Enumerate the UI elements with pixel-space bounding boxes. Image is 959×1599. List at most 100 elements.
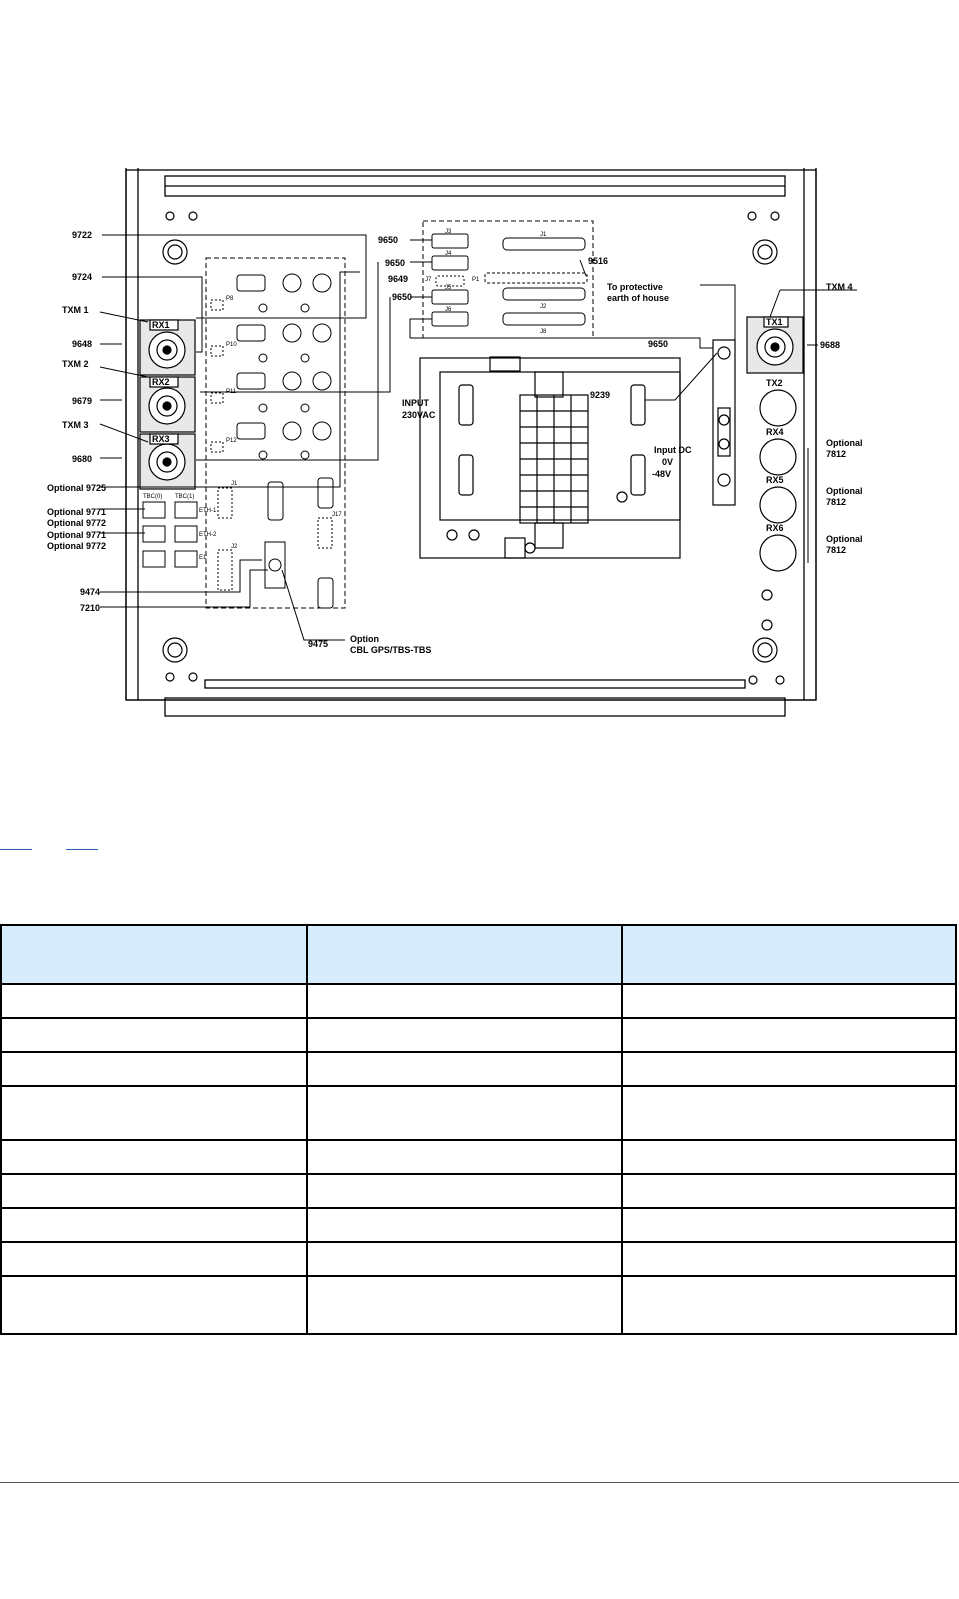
table-cell — [0, 1207, 308, 1243]
rx-port-label: RX1 — [152, 320, 170, 330]
table-header-row — [0, 924, 958, 985]
table-cell — [620, 1207, 958, 1243]
table-cell — [0, 1139, 308, 1175]
part-label: 7210 — [80, 603, 100, 613]
optional-label: Optional — [826, 438, 863, 448]
connector-label: P10 — [226, 342, 237, 348]
connector-label: J8 — [540, 329, 547, 335]
power-module — [419, 356, 681, 559]
table-header-cell — [620, 924, 958, 985]
footer-divider — [0, 1482, 959, 1483]
input-dc-label: -48V — [652, 469, 671, 479]
table-cell — [305, 1051, 623, 1087]
leader-lines — [99, 234, 857, 641]
table-cell — [620, 983, 958, 1019]
part-label: 9650 — [385, 258, 405, 268]
part-label: 9650 — [378, 235, 398, 245]
rx-port-label: RX5 — [766, 475, 784, 485]
connector-label: E1 — [199, 555, 207, 561]
connector-label: P12 — [226, 438, 237, 444]
optional-label: Optional — [826, 534, 863, 544]
connector-label: TBC(0) — [143, 494, 162, 500]
part-label: 9724 — [72, 272, 92, 282]
table-cell — [620, 1173, 958, 1209]
part-label: 9688 — [820, 340, 840, 350]
part-label: Optional 9771 — [47, 530, 106, 540]
part-label: 9722 — [72, 230, 92, 240]
table-cell — [305, 1173, 623, 1209]
table-cell — [0, 1275, 308, 1335]
table-cell — [620, 1275, 958, 1335]
connector-label: P8 — [226, 296, 234, 302]
table-cell — [305, 1085, 623, 1141]
table-cell — [0, 1241, 308, 1277]
connector-label: P11 — [226, 389, 237, 395]
table-cell — [620, 1139, 958, 1175]
table-row — [0, 983, 958, 1019]
part-label: 9474 — [80, 587, 100, 597]
table-cell — [0, 1085, 308, 1141]
connector-label: J1 — [540, 232, 547, 238]
optional-label: 7812 — [826, 497, 846, 507]
optional-label: 7812 — [826, 545, 846, 555]
table-row — [0, 1241, 958, 1277]
option-note: CBL GPS/TBS-TBS — [350, 645, 431, 655]
part-label: Optional 9725 — [47, 483, 106, 493]
link-underline[interactable] — [0, 848, 32, 850]
table-cell — [0, 1051, 308, 1087]
optional-label: 7812 — [826, 449, 846, 459]
table-cell — [305, 1275, 623, 1335]
table-row — [0, 1275, 958, 1335]
earth-note: To protective — [607, 282, 663, 292]
part-label: 9650 — [648, 339, 668, 349]
link-underline[interactable] — [66, 848, 98, 850]
table-header-cell — [305, 924, 623, 985]
table-row — [0, 1207, 958, 1243]
table-cell — [620, 1241, 958, 1277]
rx-port-label: RX2 — [152, 377, 170, 387]
table-header-cell — [0, 924, 308, 985]
part-label: 9648 — [72, 339, 92, 349]
connector-label: J2 — [540, 304, 547, 310]
connector-label: J2 — [231, 544, 238, 550]
connector-label: J17 — [332, 512, 342, 518]
part-label: 9679 — [72, 396, 92, 406]
input-dc-label: Input DC — [654, 445, 692, 455]
connector-label: J3 — [445, 229, 452, 235]
table-cell — [0, 983, 308, 1019]
rx-port-label: RX4 — [766, 427, 784, 437]
mounting-holes — [162, 211, 785, 685]
part-label: TXM 4 — [826, 282, 853, 292]
part-label: TXM 2 — [62, 359, 89, 369]
link-underlines — [0, 848, 120, 862]
connector-label: P1 — [472, 277, 480, 283]
part-label: 9650 — [392, 292, 412, 302]
rx-port-label: RX6 — [766, 523, 784, 533]
rear-panel-diagram: RX1 RX2 RX3 — [47, 168, 863, 717]
part-label: 9239 — [590, 390, 610, 400]
part-label: Optional 9772 — [47, 518, 106, 528]
io-board — [422, 220, 594, 339]
table-row — [0, 1051, 958, 1087]
control-board — [142, 257, 346, 609]
table-cell — [620, 1051, 958, 1087]
part-label: 9516 — [588, 256, 608, 266]
table-cell — [305, 1207, 623, 1243]
data-table — [0, 924, 958, 1335]
part-label: 9475 — [308, 639, 328, 649]
table-row — [0, 1173, 958, 1209]
table-cell — [305, 1017, 623, 1053]
part-label: 9680 — [72, 454, 92, 464]
input-dc-label: 0V — [662, 457, 673, 467]
connector-label: ETH-1 — [199, 508, 217, 514]
ground-bar — [712, 339, 736, 506]
part-label: Optional 9771 — [47, 507, 106, 517]
connector-label: J6 — [445, 307, 452, 313]
table-cell — [305, 983, 623, 1019]
part-label: TXM 3 — [62, 420, 89, 430]
part-label: 9649 — [388, 274, 408, 284]
input-ac-label: INPUT — [402, 398, 430, 408]
rx-ports — [139, 319, 196, 490]
part-label: Optional 9772 — [47, 541, 106, 551]
connector-label: J1 — [231, 481, 238, 487]
